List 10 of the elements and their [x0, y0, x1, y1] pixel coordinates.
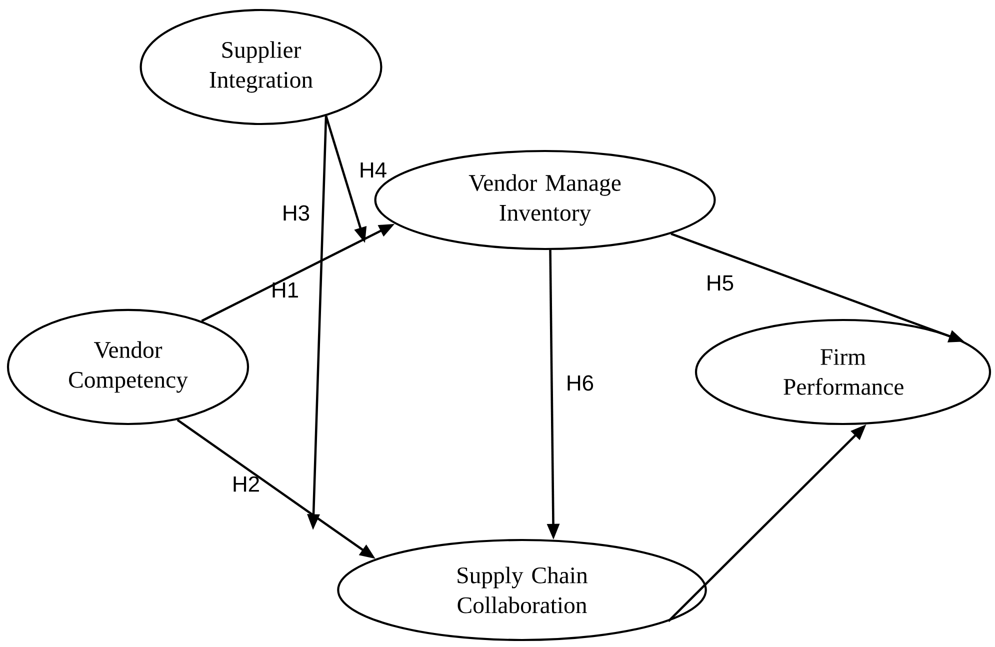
- ellipse-node: Vendor Competency: [6, 308, 250, 426]
- edge-label: H6: [568, 375, 594, 391]
- ellipse-node: Supply Chain Collaboration: [337, 538, 707, 642]
- ellipse-node: Firm Performance: [694, 318, 992, 426]
- edge-label: H4: [360, 162, 386, 178]
- edge-label: H5: [708, 275, 734, 291]
- edge-label: H3: [284, 205, 310, 221]
- ellipse-node: Supplier Integration: [140, 8, 382, 126]
- edge-label: H2: [234, 476, 259, 492]
- edge-label: H1: [272, 282, 298, 298]
